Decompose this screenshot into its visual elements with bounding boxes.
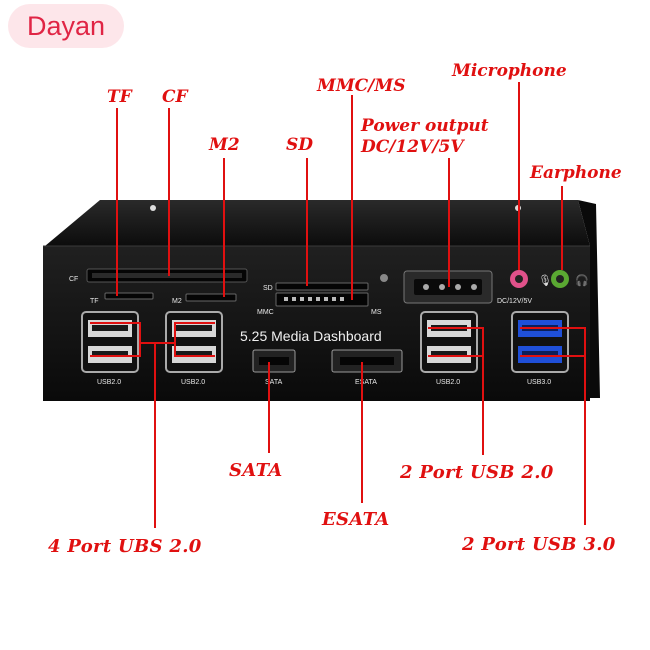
label-m2: M2 bbox=[209, 135, 240, 155]
usb2-stack-1 bbox=[81, 311, 139, 373]
mount-hole bbox=[150, 205, 156, 211]
label-4port-usb2: 4 Port UBS 2.0 bbox=[48, 536, 202, 557]
panel-print-esata: ESATA bbox=[355, 379, 377, 386]
usb2-stack-2 bbox=[165, 311, 223, 373]
label-mmc-ms: MMC/MS bbox=[317, 76, 406, 96]
sata-port bbox=[252, 349, 296, 373]
panel-print-ms: MS bbox=[371, 309, 382, 316]
svg-text:🎧: 🎧 bbox=[575, 274, 589, 287]
panel-print-sd: SD bbox=[263, 285, 273, 292]
sd-slot bbox=[275, 282, 369, 291]
label-power-output: Power output bbox=[361, 116, 489, 136]
label-earphone: Earphone bbox=[530, 163, 622, 183]
panel-print-usb3: USB3.0 bbox=[527, 379, 552, 386]
panel-print-usb2-a: USB2.0 bbox=[97, 379, 122, 386]
label-microphone: Microphone bbox=[452, 61, 567, 81]
label-2port-usb3: 2 Port USB 3.0 bbox=[462, 534, 616, 555]
usb2-stack-3 bbox=[420, 311, 478, 373]
panel-title: 5.25 Media Dashboard bbox=[240, 328, 382, 344]
chassis-side bbox=[578, 200, 600, 398]
brand-logo: Dayan bbox=[8, 4, 124, 48]
panel-print-sata: SATA bbox=[265, 379, 283, 386]
esata-port bbox=[331, 349, 403, 373]
usb3-stack bbox=[511, 311, 569, 373]
chassis-top bbox=[45, 200, 590, 246]
panel-print-m2: M2 bbox=[172, 298, 182, 305]
panel-print-usb2-b: USB2.0 bbox=[181, 379, 206, 386]
label-sd: SD bbox=[286, 135, 314, 155]
panel-print-cf: CF bbox=[69, 276, 79, 283]
label-cf: CF bbox=[162, 87, 188, 107]
label-2port-usb2: 2 Port USB 2.0 bbox=[400, 462, 554, 483]
label-esata: ESATA bbox=[322, 509, 390, 530]
panel-print-mmc: MMC bbox=[257, 309, 274, 316]
label-tf: TF bbox=[107, 87, 132, 107]
svg-text:🎙: 🎙 bbox=[538, 274, 552, 287]
indicator-led bbox=[380, 274, 388, 282]
tf-slot bbox=[104, 292, 154, 300]
label-sata: SATA bbox=[229, 460, 283, 481]
panel-print-tf: TF bbox=[90, 298, 99, 305]
mmc-ms-slot bbox=[275, 292, 369, 307]
m2-slot bbox=[185, 293, 237, 302]
panel-print-dc: DC/12V/5V bbox=[497, 298, 533, 305]
mount-hole bbox=[515, 205, 521, 211]
label-power-voltage: DC/12V/5V bbox=[361, 137, 464, 157]
panel-print-usb2-c: USB2.0 bbox=[436, 379, 461, 386]
